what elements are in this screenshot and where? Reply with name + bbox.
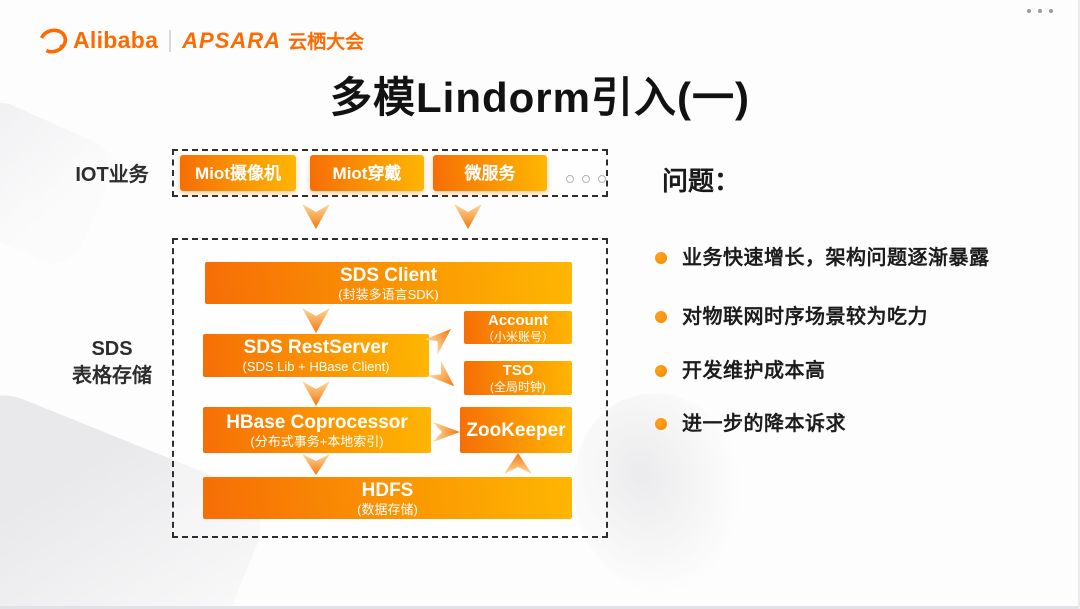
conference-name: 云栖大会 (288, 32, 365, 53)
node-tso: TSO (全局时钟) (464, 361, 572, 395)
bullet-dot-icon (655, 252, 667, 264)
sds-label-line2: 表格存储 (72, 365, 152, 387)
node-hdfs: HDFS (数据存储) (203, 477, 572, 519)
arrow-down-icon (452, 204, 484, 235)
arrow-down-icon (300, 204, 332, 235)
node-subtitle: （小米账号） (481, 329, 554, 344)
brand-divider (169, 29, 172, 52)
node-sds-restserver: SDS RestServer (SDS Lib + HBase Client) (203, 334, 429, 377)
node-subtitle: (SDS Lib + HBase Client) (242, 359, 390, 374)
node-title: SDS RestServer (243, 337, 389, 358)
arrow-down-icon (300, 381, 332, 412)
node-title: HDFS (361, 479, 414, 501)
node-title: ZooKeeper (466, 419, 566, 441)
arrow-up-right-icon (422, 319, 464, 361)
problem-text: 业务快速增长，架构问题逐渐暴露 (682, 247, 990, 269)
node-subtitle: (数据存储) (357, 501, 418, 517)
node-subtitle: (全局时钟) (490, 380, 546, 394)
arrow-down-right-icon (422, 359, 464, 401)
page-title: 多模Lindorm引入(一) (330, 74, 750, 121)
iot-business-label: IOT业务 (75, 164, 149, 186)
problem-item: 进一步的降本诉求 (655, 411, 1055, 437)
bullet-dot-icon (655, 365, 667, 377)
node-zookeeper: ZooKeeper (460, 407, 572, 453)
problem-text: 对物联网时序场景较为吃力 (682, 306, 928, 328)
apsara-wordmark: APSARA (182, 27, 282, 53)
service-label: 微服务 (464, 163, 516, 183)
node-account: Account （小米账号） (464, 311, 572, 344)
alibaba-wordmark: Alibaba (73, 27, 159, 53)
arrow-right-icon (433, 419, 461, 450)
node-subtitle: (封装多语言SDK) (338, 286, 439, 302)
bottom-edge-strip (0, 606, 1080, 609)
sds-label-line1: SDS (91, 338, 133, 360)
brand-header: Alibaba APSARA 云栖大会 (38, 27, 364, 54)
service-box-microservice: 微服务 (433, 155, 547, 191)
more-services-dots-icon (566, 175, 606, 183)
problem-text: 进一步的降本诉求 (682, 413, 846, 435)
problem-item: 对物联网时序场景较为吃力 (655, 304, 1055, 330)
bullet-dot-icon (655, 311, 667, 323)
service-box-miot-wearable: Miot穿戴 (310, 155, 424, 191)
node-title: HBase Coprocessor (226, 411, 408, 433)
alibaba-logo-icon (38, 27, 68, 54)
right-edge-strip (1078, 0, 1080, 609)
arrow-up-icon (502, 453, 534, 480)
problems-heading: 问题： (662, 166, 741, 196)
problem-item: 开发维护成本高 (655, 358, 1055, 384)
service-label: Miot摄像机 (195, 163, 281, 183)
arrow-down-icon (300, 454, 332, 481)
node-subtitle: (分布式事务+本地索引) (250, 433, 384, 449)
node-hbase-coprocessor: HBase Coprocessor (分布式事务+本地索引) (203, 407, 431, 453)
node-title: Account (488, 311, 548, 329)
bullet-dot-icon (655, 418, 667, 430)
menu-dots-icon[interactable] (1024, 6, 1056, 16)
service-label: Miot穿戴 (332, 163, 402, 183)
problem-item: 业务快速增长，架构问题逐渐暴露 (655, 245, 1055, 271)
sds-storage-label: SDS 表格存储 (56, 336, 168, 390)
node-title: TSO (502, 362, 534, 379)
node-title: SDS Client (339, 264, 438, 286)
service-box-miot-camera: Miot摄像机 (180, 155, 296, 191)
node-sds-client: SDS Client (封装多语言SDK) (205, 262, 572, 304)
arrow-down-icon (300, 308, 332, 339)
problem-text: 开发维护成本高 (682, 360, 826, 382)
